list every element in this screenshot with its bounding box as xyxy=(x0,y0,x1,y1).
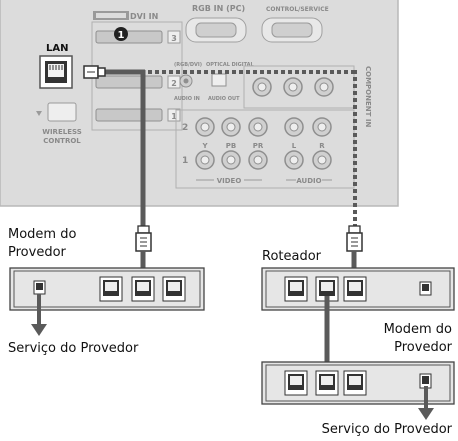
audio-out-label: AUDIO OUT xyxy=(208,96,240,102)
left-service-label: Serviço do Provedor xyxy=(8,341,139,356)
jack-label-pb: PB xyxy=(226,142,236,150)
wireless-arrow-icon xyxy=(36,111,42,116)
control-service-label: CONTROL/SERVICE xyxy=(266,6,329,13)
jack-label-r: R xyxy=(319,142,325,150)
hdmi-port-number-1: 1 xyxy=(171,112,177,121)
audio-in-label: AUDIO IN xyxy=(174,96,200,102)
hdmi-port-number-2: 2 xyxy=(171,79,177,88)
row-number-1: 1 xyxy=(182,156,188,166)
right-modem-ports xyxy=(284,370,432,396)
jack-label-y: Y xyxy=(201,142,208,150)
right-service-label: Serviço do Provedor xyxy=(321,422,452,437)
lan-port xyxy=(39,55,73,89)
in-vertical-label: COMPONENT IN xyxy=(364,66,372,127)
audio-label: AUDIO xyxy=(296,177,321,185)
wireless-label-2: CONTROL xyxy=(43,137,81,145)
rgb-dvi-label: (RGB/DVI) xyxy=(174,62,202,68)
router-label: Roteador xyxy=(262,249,322,264)
wireless-label-1: WIRELESS xyxy=(42,128,82,136)
rgb-port xyxy=(185,17,247,43)
right-modem-label-line1: Modem do xyxy=(383,322,452,337)
hdmi-logo xyxy=(93,11,129,20)
hdmi-port-number-3: 3 xyxy=(171,34,177,43)
control-service-port xyxy=(261,17,323,43)
jack-label-pr: PR xyxy=(253,142,264,150)
row-number-2: 2 xyxy=(182,123,188,133)
left-cable-plug-icon xyxy=(135,225,152,273)
left-modem-label-line1: Modem do xyxy=(8,227,77,242)
rgb-label: RGB IN (PC) xyxy=(192,4,245,13)
hdmi-label: DVI IN xyxy=(130,12,158,21)
lan-label: LAN xyxy=(46,43,68,54)
router-ports xyxy=(284,276,432,302)
hdmi-port-3 xyxy=(95,30,181,44)
left-modem-device xyxy=(9,267,205,311)
left-modem-label-line2: Provedor xyxy=(8,245,66,260)
left-service-arrow-icon xyxy=(31,294,47,336)
optical-label: OPTICAL DIGITAL xyxy=(206,62,255,68)
top-row-jacks xyxy=(252,77,334,97)
callout-number: 1 xyxy=(118,30,125,41)
callout-circle xyxy=(114,27,128,41)
right-cable-plug-icon xyxy=(346,225,363,273)
right-modem-label-line2: Provedor xyxy=(394,340,452,355)
video-label: VIDEO xyxy=(217,177,242,185)
lan-plug-icon xyxy=(83,65,106,79)
jack-label-l: L xyxy=(292,142,297,150)
wireless-control-port xyxy=(47,102,77,122)
optical-port xyxy=(211,73,227,87)
component-jacks xyxy=(195,117,332,170)
left-modem-ports xyxy=(33,276,186,302)
right-service-arrow-icon xyxy=(418,386,434,420)
